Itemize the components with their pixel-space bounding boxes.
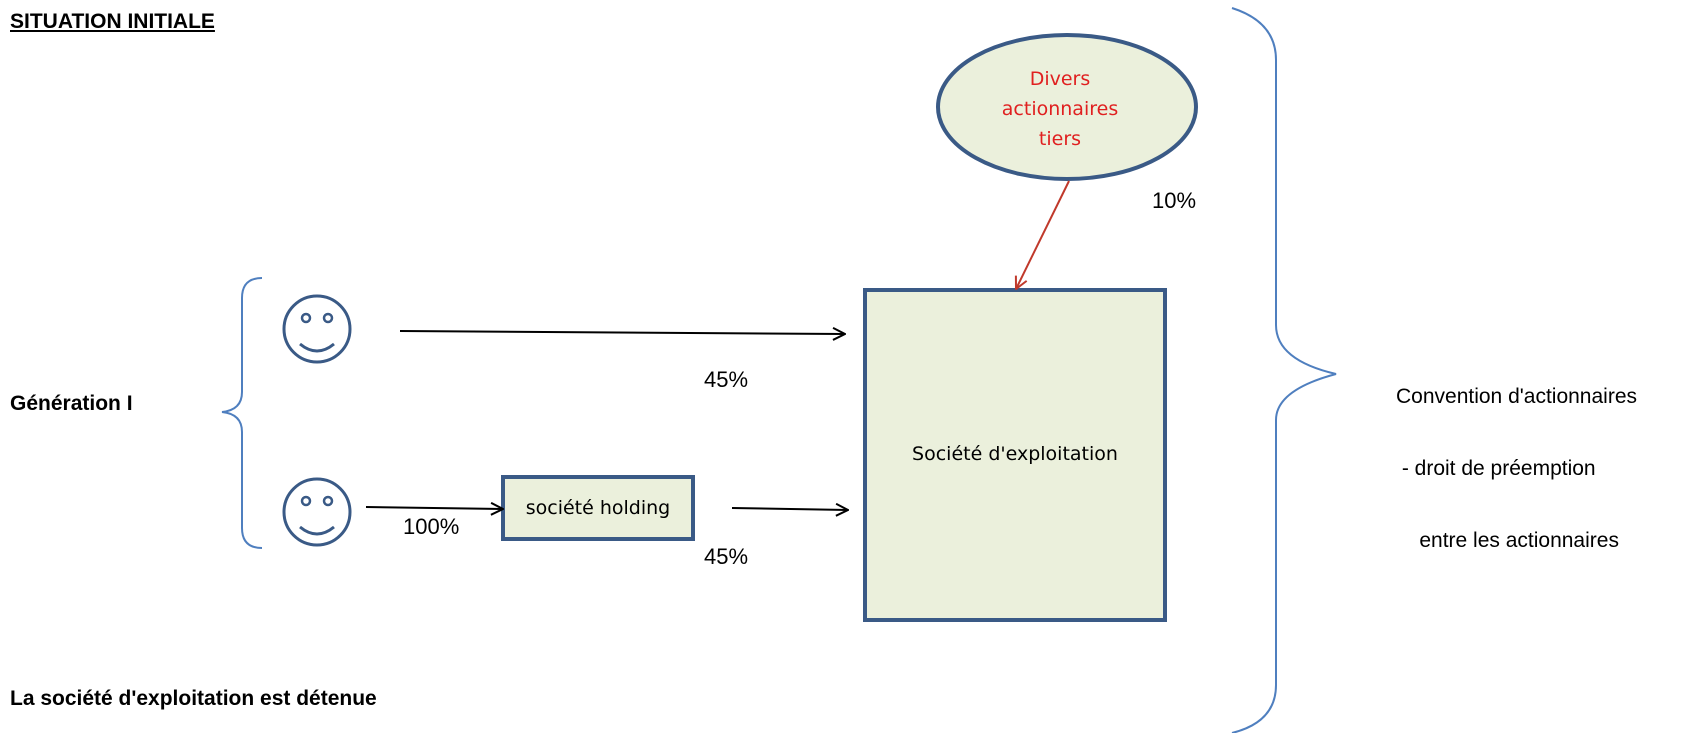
- operating-company-box: [863, 288, 1167, 622]
- smiley-face-icon: [282, 477, 352, 547]
- arrow-person1-to-company: [399, 331, 845, 334]
- holding-percentage: 45%: [704, 544, 749, 569]
- arrow-person2-to-holding: [365, 507, 503, 509]
- third-party-shareholders-label: Divers actionnaires tiers: [1001, 68, 1119, 150]
- third-party-shareholders-ellipse: [936, 33, 1198, 181]
- generation-label: Génération I: [10, 392, 133, 415]
- convention-brace: [1231, 7, 1337, 733]
- operating-company-label: Société d'exploitation: [912, 443, 1118, 465]
- shareholders-agreement-text: Convention d'actionnaires - droit de pré…: [1396, 385, 1637, 552]
- holding-ownership-percentage: 100%: [403, 514, 460, 539]
- generation-bracket: [221, 277, 263, 549]
- holding-company-box: [501, 475, 695, 541]
- third-party-percentage: 10%: [1152, 188, 1197, 213]
- page-title: SITUATION INITIALE: [10, 10, 215, 33]
- arrow-third-parties-to-company: [1016, 180, 1070, 289]
- smiley-face-icon: [282, 294, 352, 364]
- holding-company-label: société holding: [525, 497, 671, 519]
- person1-percentage: 45%: [704, 367, 749, 392]
- arrow-holding-to-company: [731, 508, 848, 510]
- bottom-caption: La société d'exploitation est détenue: [10, 687, 377, 710]
